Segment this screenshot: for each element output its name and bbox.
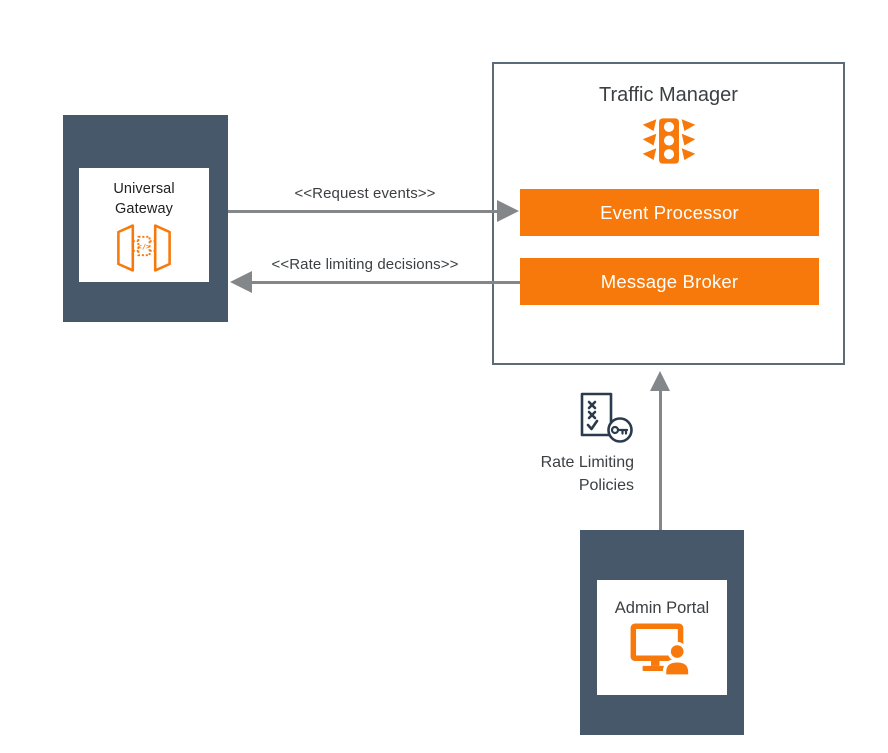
universal-gateway-label-line2: Gateway	[115, 200, 173, 217]
traffic-manager-title: Traffic Manager	[599, 84, 738, 106]
policies-line	[659, 389, 662, 530]
code-glyph: </>	[138, 241, 152, 250]
gateway-doors-code-icon: </>	[117, 223, 171, 272]
traffic-manager-box: Traffic Manager Event Processor Message …	[492, 62, 845, 365]
rate-limiting-policies-label-line2: Policies	[578, 477, 634, 494]
rate-limiting-policies-label: Rate Limiting Policies	[494, 451, 634, 497]
monitor-user-icon	[630, 623, 692, 676]
policies-arrowhead-icon	[650, 371, 670, 391]
traffic-light-icon	[642, 118, 695, 164]
admin-portal-label: Admin Portal	[614, 599, 710, 617]
request-events-arrowhead-icon	[497, 200, 519, 222]
message-broker-bar: Message Broker	[520, 258, 819, 305]
request-events-label: <<Request events>>	[294, 185, 436, 202]
rate-limiting-policies-label-line1: Rate Limiting	[540, 454, 634, 471]
universal-gateway-label-line1: Universal	[113, 180, 175, 197]
rate-limiting-decisions-label: <<Rate limiting decisions>>	[271, 256, 459, 273]
admin-portal-node: Admin Portal	[580, 530, 744, 735]
policy-document-key-icon	[580, 392, 633, 443]
request-events-line	[228, 210, 497, 213]
universal-gateway-card: Universal Gateway </>	[79, 168, 209, 282]
message-broker-label: Message Broker	[600, 270, 739, 292]
rate-limiting-decisions-line	[252, 281, 520, 284]
universal-gateway-node: Universal Gateway </>	[63, 115, 228, 322]
rate-limiting-decisions-arrowhead-icon	[230, 271, 252, 293]
universal-gateway-label: Universal Gateway	[113, 179, 174, 219]
event-processor-bar: Event Processor	[520, 189, 819, 236]
admin-portal-card: Admin Portal	[597, 580, 727, 695]
event-processor-label: Event Processor	[600, 201, 739, 223]
